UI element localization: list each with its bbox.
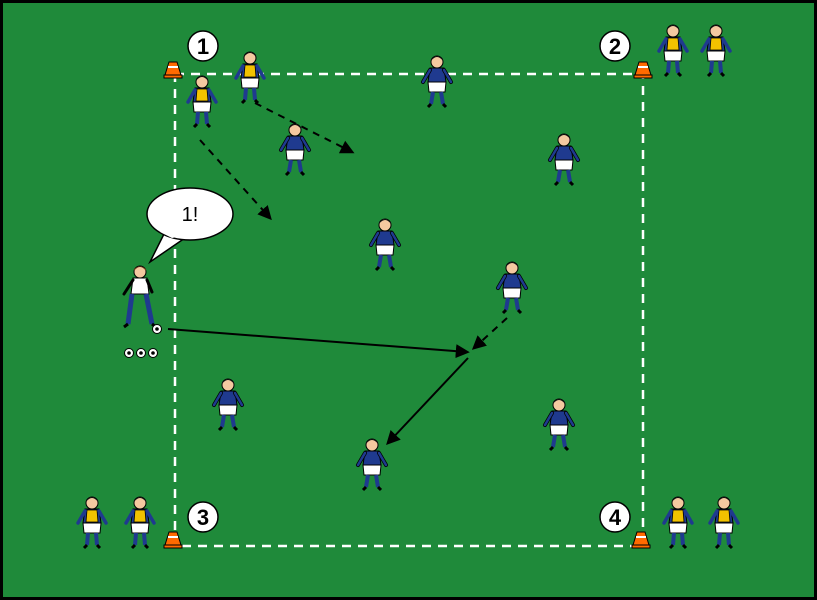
- run-arrow: [199, 139, 272, 221]
- pitch-grass: [3, 3, 814, 597]
- soccer-ball-icon: [124, 348, 134, 358]
- drill-area-outline: [173, 72, 645, 548]
- soccer-ball-icon: [152, 324, 162, 334]
- pass-arrow: [386, 357, 469, 446]
- corner-marker-2: 2: [599, 30, 631, 62]
- soccer-ball-icon: [148, 348, 158, 358]
- corner-marker-3: 3: [187, 501, 219, 533]
- coach-speech-text: 1!: [182, 204, 199, 226]
- corner-marker-1: 1: [187, 30, 219, 62]
- pass-arrow: [167, 328, 470, 359]
- corner-marker-4: 4: [599, 501, 631, 533]
- run-arrow: [254, 102, 355, 154]
- corner-label-2: 2: [609, 34, 621, 59]
- corner-label-3: 3: [197, 505, 209, 530]
- soccer-ball-icon: [136, 348, 146, 358]
- corner-label-4: 4: [609, 505, 622, 530]
- speech-bubble-icon: 1!: [146, 187, 234, 265]
- corner-label-1: 1: [197, 34, 209, 59]
